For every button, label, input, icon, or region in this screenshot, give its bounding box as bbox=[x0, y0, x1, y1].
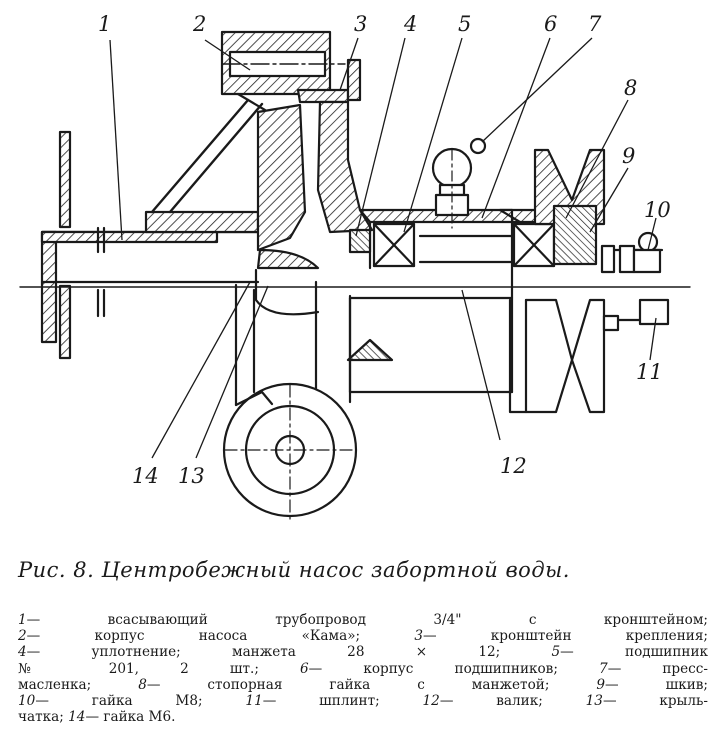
leader-lines bbox=[109, 37, 657, 459]
legend-item-text: — пресс- bbox=[607, 660, 709, 677]
pump-section-drawing bbox=[19, 30, 691, 521]
legend-item-text: — корпус насоса «Кама»; bbox=[26, 628, 361, 645]
callout-12: 12 bbox=[500, 454, 527, 478]
legend-line: № 201, 2 шт.; 6— корпус подшипников; 7— … bbox=[18, 661, 708, 677]
legend-item-number: 10 bbox=[18, 693, 36, 710]
legend-item-number: 13 bbox=[585, 693, 603, 710]
legend-item-number: 4 bbox=[18, 644, 27, 661]
legend-line: 1— всасывающий трубопровод 3/4" с кроншт… bbox=[18, 612, 708, 628]
legend-line: 10— гайка М8; 11— шплинт; 12— валик; 13—… bbox=[18, 693, 708, 709]
legend-item-text: — стопорная гайка с манжетой; bbox=[146, 676, 550, 693]
legend-item-text: масленка; bbox=[18, 676, 92, 693]
legend-item-text: — уплотнение; манжета 28 × 12; bbox=[26, 644, 501, 661]
legend-item-text: — шплинт; bbox=[262, 693, 380, 710]
impeller-wheel bbox=[222, 283, 394, 521]
legend-item-number: 5 bbox=[551, 644, 561, 661]
legend-item-text: — кронштейн крепления; bbox=[422, 628, 708, 645]
legend-item-number: 8 bbox=[138, 676, 147, 693]
legend-item-number: 3 bbox=[414, 628, 423, 645]
callout-14: 14 bbox=[132, 464, 159, 488]
legend-line: 2— корпус насоса «Кама»; 3— кронштейн кр… bbox=[18, 628, 708, 644]
legend-item-text: — корпус подшипников; bbox=[308, 660, 558, 677]
legend-item-text: — подшипник bbox=[560, 644, 709, 661]
legend-item-number: 9 bbox=[596, 676, 606, 693]
legend-item-text: — крыль- bbox=[602, 693, 708, 710]
pump-casing-boss bbox=[220, 30, 346, 152]
legend-item-number: 12 bbox=[422, 693, 440, 710]
pump-casing bbox=[254, 58, 374, 404]
legend-line: чатка; 14— гайка М6. bbox=[18, 709, 708, 725]
callout-2: 2 bbox=[193, 12, 207, 36]
legend-item-text: — шкив; bbox=[605, 676, 709, 693]
grease-cup bbox=[431, 137, 487, 229]
intake-bracket-plate bbox=[40, 130, 72, 360]
bearings bbox=[372, 222, 556, 268]
legend-item-text: — гайка М8; bbox=[35, 693, 203, 710]
callout-13: 13 bbox=[178, 464, 205, 488]
legend-item-number: 6 bbox=[300, 660, 309, 677]
legend-item-number: 11 bbox=[245, 693, 263, 710]
callout-5: 5 bbox=[458, 12, 472, 36]
callout-8: 8 bbox=[624, 76, 638, 100]
callout-10: 10 bbox=[644, 198, 671, 222]
legend-item-text: чатка; bbox=[18, 709, 64, 726]
callout-11: 11 bbox=[636, 360, 663, 384]
legend-line: масленка; 8— стопорная гайка с манжетой;… bbox=[18, 677, 708, 693]
pulley bbox=[508, 148, 606, 414]
legend-item-number: 2 bbox=[18, 628, 27, 645]
suction-pipe bbox=[40, 98, 264, 318]
shaft bbox=[600, 231, 670, 332]
legend-line: 4— уплотнение; манжета 28 × 12; 5— подши… bbox=[18, 644, 708, 660]
legend-item-text: — всасывающий трубопровод 3/4" с кронште… bbox=[26, 612, 708, 628]
legend-item-text: — гайка М6. bbox=[85, 709, 176, 726]
callout-6: 6 bbox=[544, 12, 558, 36]
callout-1: 1 bbox=[98, 12, 112, 36]
legend-item-number: 14 bbox=[68, 709, 86, 726]
callout-9: 9 bbox=[622, 144, 636, 168]
legend-item-number: 1 bbox=[18, 612, 27, 628]
legend-item-text: № 201, 2 шт.; bbox=[18, 660, 259, 677]
callout-3: 3 bbox=[354, 12, 368, 36]
callout-4: 4 bbox=[404, 12, 418, 36]
figure-caption: Рис. 8. Центробежный насос забортной вод… bbox=[18, 558, 570, 582]
legend-item-text: — валик; bbox=[439, 693, 543, 710]
callout-7: 7 bbox=[588, 12, 602, 36]
figure-legend: 1— всасывающий трубопровод 3/4" с кроншт… bbox=[18, 612, 708, 725]
shaft-seal bbox=[348, 228, 372, 254]
legend-item-number: 7 bbox=[599, 660, 608, 677]
